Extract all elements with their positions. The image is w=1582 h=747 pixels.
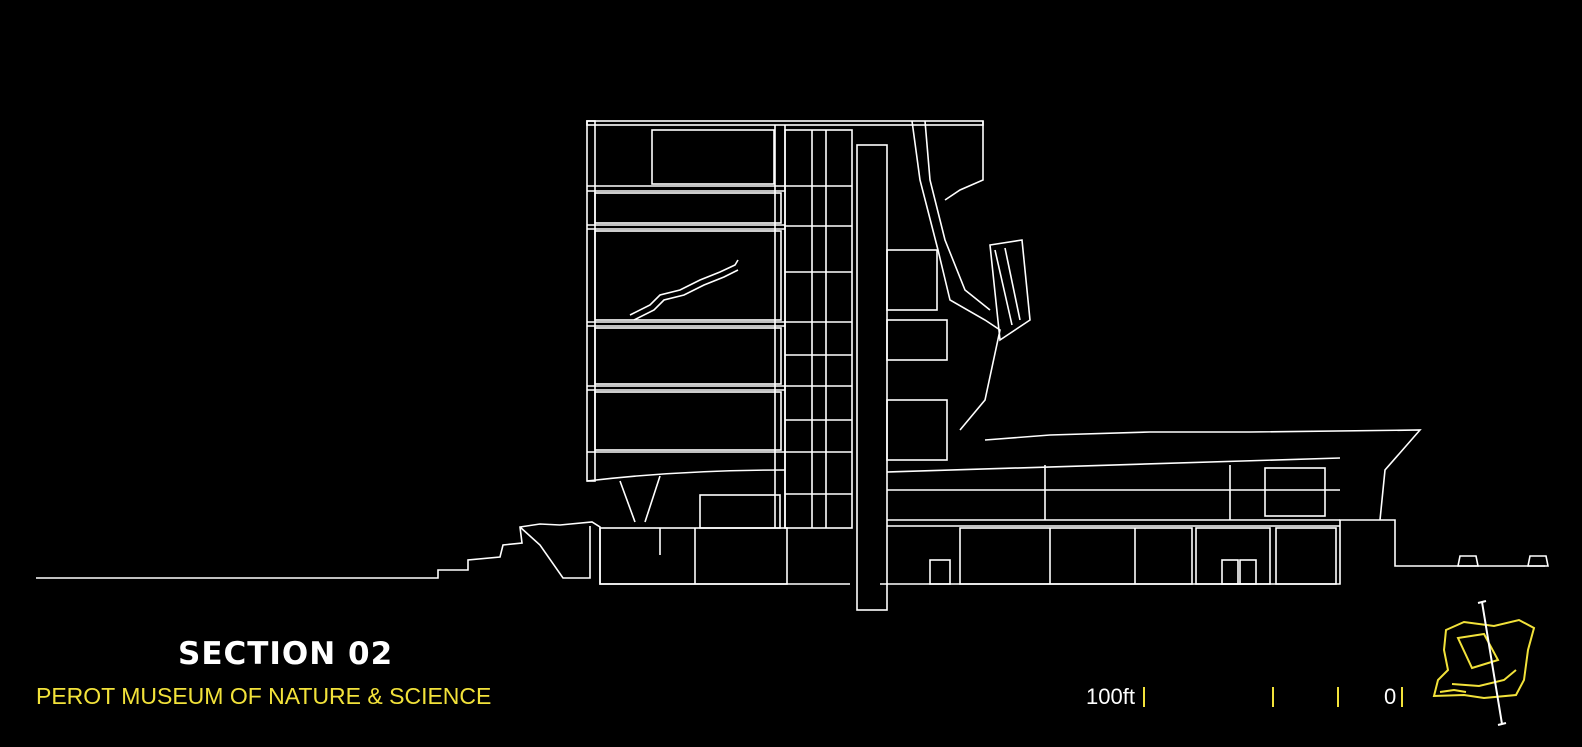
escalator-volume xyxy=(886,120,1031,461)
ground-line xyxy=(36,521,850,585)
section-title: SECTION 02 xyxy=(178,636,394,672)
cube-block xyxy=(586,120,984,528)
scale-start-label: 100ft xyxy=(1086,684,1135,709)
key-plan-icon xyxy=(1432,600,1536,726)
podium-wing xyxy=(886,429,1422,585)
car-icon xyxy=(1527,555,1549,567)
car-icon xyxy=(1457,555,1479,567)
entry-landscape xyxy=(519,526,591,579)
scale-end-label: 0 xyxy=(1384,684,1397,709)
ground-floor xyxy=(599,475,951,585)
project-name: PEROT MUSEUM OF NATURE & SCIENCE xyxy=(36,683,492,709)
core-column xyxy=(784,129,888,611)
scale-tick xyxy=(1337,687,1339,707)
scale-tick xyxy=(1401,687,1403,707)
scale-tick xyxy=(1272,687,1274,707)
scale-tick xyxy=(1143,687,1145,707)
right-ground xyxy=(880,519,1545,585)
